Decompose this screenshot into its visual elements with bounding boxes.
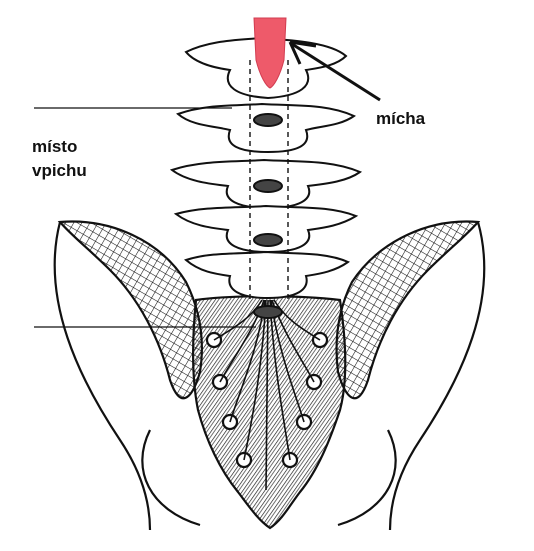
annotation-lines bbox=[34, 42, 380, 327]
right-pubic-arc bbox=[338, 430, 396, 525]
spinal-cord-label: mícha bbox=[376, 108, 425, 129]
injection-site-label-line2: vpichu bbox=[32, 160, 87, 181]
left-pubic-arc bbox=[142, 430, 200, 525]
injection-site-label-line1: místo bbox=[32, 136, 77, 157]
vertebra-2 bbox=[178, 104, 354, 152]
sacrum bbox=[193, 296, 345, 528]
vertebra-5 bbox=[186, 252, 348, 298]
right-iliac-wing bbox=[337, 222, 478, 399]
